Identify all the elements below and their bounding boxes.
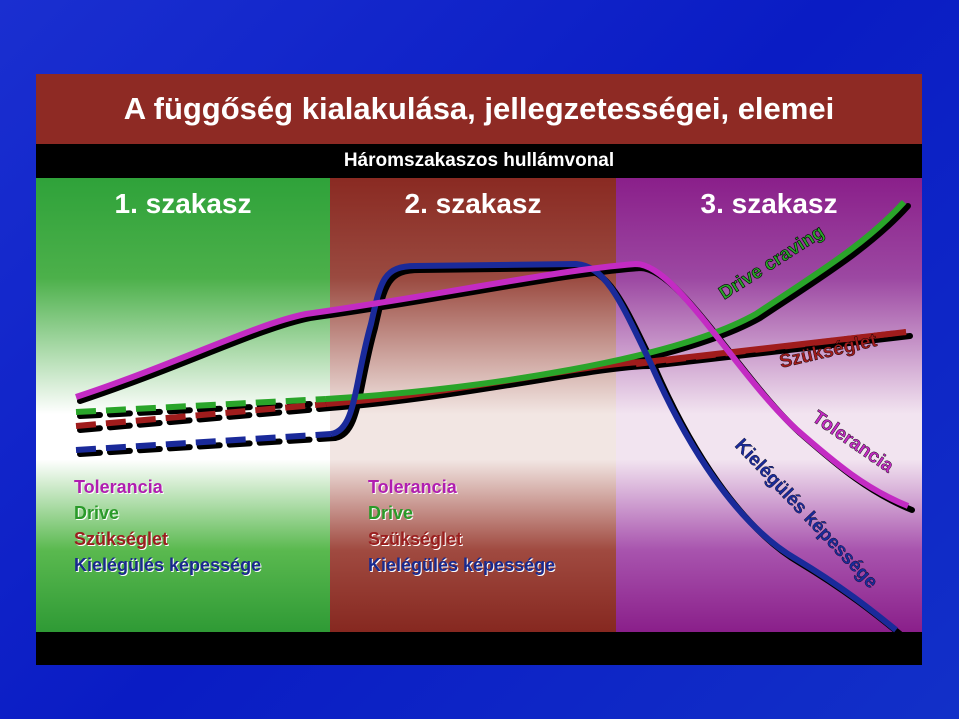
drive-curve-dashed xyxy=(75,396,327,415)
szukseglet-curve-label: Szükséglet xyxy=(777,330,879,373)
szukseglet-curve-dashed xyxy=(75,401,327,429)
drive-curve xyxy=(325,199,907,402)
legend-kielegules: Kielégülés képessége xyxy=(74,555,262,575)
legend-drive: Drive xyxy=(74,503,120,523)
phase-2-legend: Tolerancia Drive Szükséglet Kielégülés k… xyxy=(368,474,555,578)
phase-2-title: 2. szakasz xyxy=(404,188,542,219)
szukseglet-curve-dashed-end xyxy=(635,329,907,367)
slide-title: A függőség kialakulása, jellegzetességei… xyxy=(36,74,922,144)
kielegules-curve-dashed xyxy=(75,431,332,453)
legend-szukseglet: Szükséglet xyxy=(368,529,463,549)
phase-1-legend: Tolerancia Drive Szükséglet Kielégülés k… xyxy=(74,474,261,578)
tolerancia-curve-label: Tolerancia xyxy=(808,407,897,478)
diagram-slide: A függőség kialakulása, jellegzetességei… xyxy=(36,74,922,665)
kielegules-curve xyxy=(330,260,898,633)
curves-layer: Drive craving Szükséglet Tolerancia Kiel… xyxy=(75,199,915,637)
legend-kielegules: Kielégülés képessége xyxy=(368,555,556,575)
phase-1-title: 1. szakasz xyxy=(114,188,252,219)
tolerancia-curve xyxy=(75,260,910,509)
legend-drive: Drive xyxy=(368,503,414,523)
phase-3-title: 3. szakasz xyxy=(700,188,838,219)
drive-craving-label: Drive craving xyxy=(715,222,828,305)
legend-tolerancia: Tolerancia xyxy=(368,477,457,497)
legend-tolerancia: Tolerancia xyxy=(74,477,163,497)
legend-szukseglet: Szükséglet xyxy=(74,529,169,549)
slide-subtitle: Háromszakaszos hullámvonal xyxy=(36,144,922,178)
